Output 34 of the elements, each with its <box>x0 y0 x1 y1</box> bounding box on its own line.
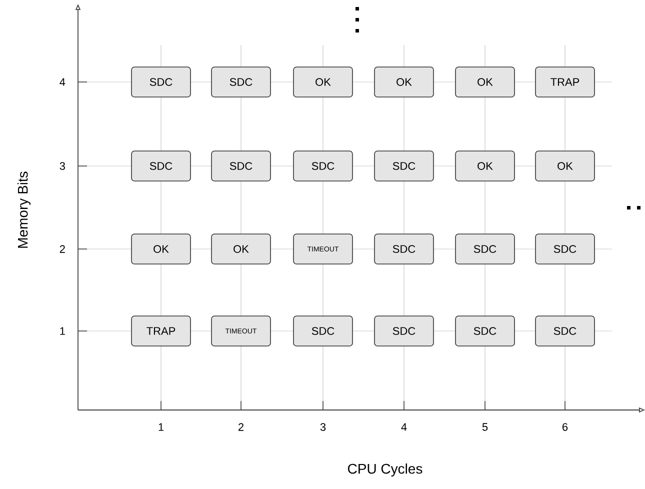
result-box: TRAP <box>131 316 191 346</box>
result-box: SDC <box>293 316 353 346</box>
axis-title: Memory Bits <box>17 172 31 248</box>
tick-label: 4 <box>401 423 407 431</box>
result-box: SDC <box>211 66 271 98</box>
tick-label: 2 <box>60 245 65 253</box>
result-box: SDC <box>535 316 595 346</box>
result-box: OK <box>293 66 353 98</box>
result-box: OK <box>131 234 191 264</box>
result-box: OK <box>535 150 595 182</box>
result-box: SDC <box>374 316 434 346</box>
result-box: SDC <box>211 150 271 182</box>
result-box: SDC <box>535 234 595 264</box>
result-box: SDC <box>131 66 191 98</box>
result-box: TRAP <box>535 66 595 98</box>
result-box: SDC <box>374 234 434 264</box>
tick-label: 2 <box>238 423 244 431</box>
tick-label: 3 <box>60 162 65 170</box>
result-box: OK <box>455 150 515 182</box>
tick-label: 1 <box>60 327 65 335</box>
result-box: SDC <box>293 150 353 182</box>
tick-label: 4 <box>60 78 66 86</box>
result-box: OK <box>211 234 271 264</box>
result-box: OK <box>374 66 434 98</box>
tick-label: 3 <box>320 423 326 431</box>
tick-label: 6 <box>562 423 568 431</box>
result-box: SDC <box>131 150 191 182</box>
axis-title: CPU Cycles <box>348 463 422 476</box>
result-box: SDC <box>374 150 434 182</box>
result-box: OK <box>455 66 515 98</box>
result-box: SDC <box>455 234 515 264</box>
tick-label: 1 <box>158 423 164 431</box>
tick-label: 5 <box>482 423 488 431</box>
result-box: SDC <box>455 316 515 346</box>
